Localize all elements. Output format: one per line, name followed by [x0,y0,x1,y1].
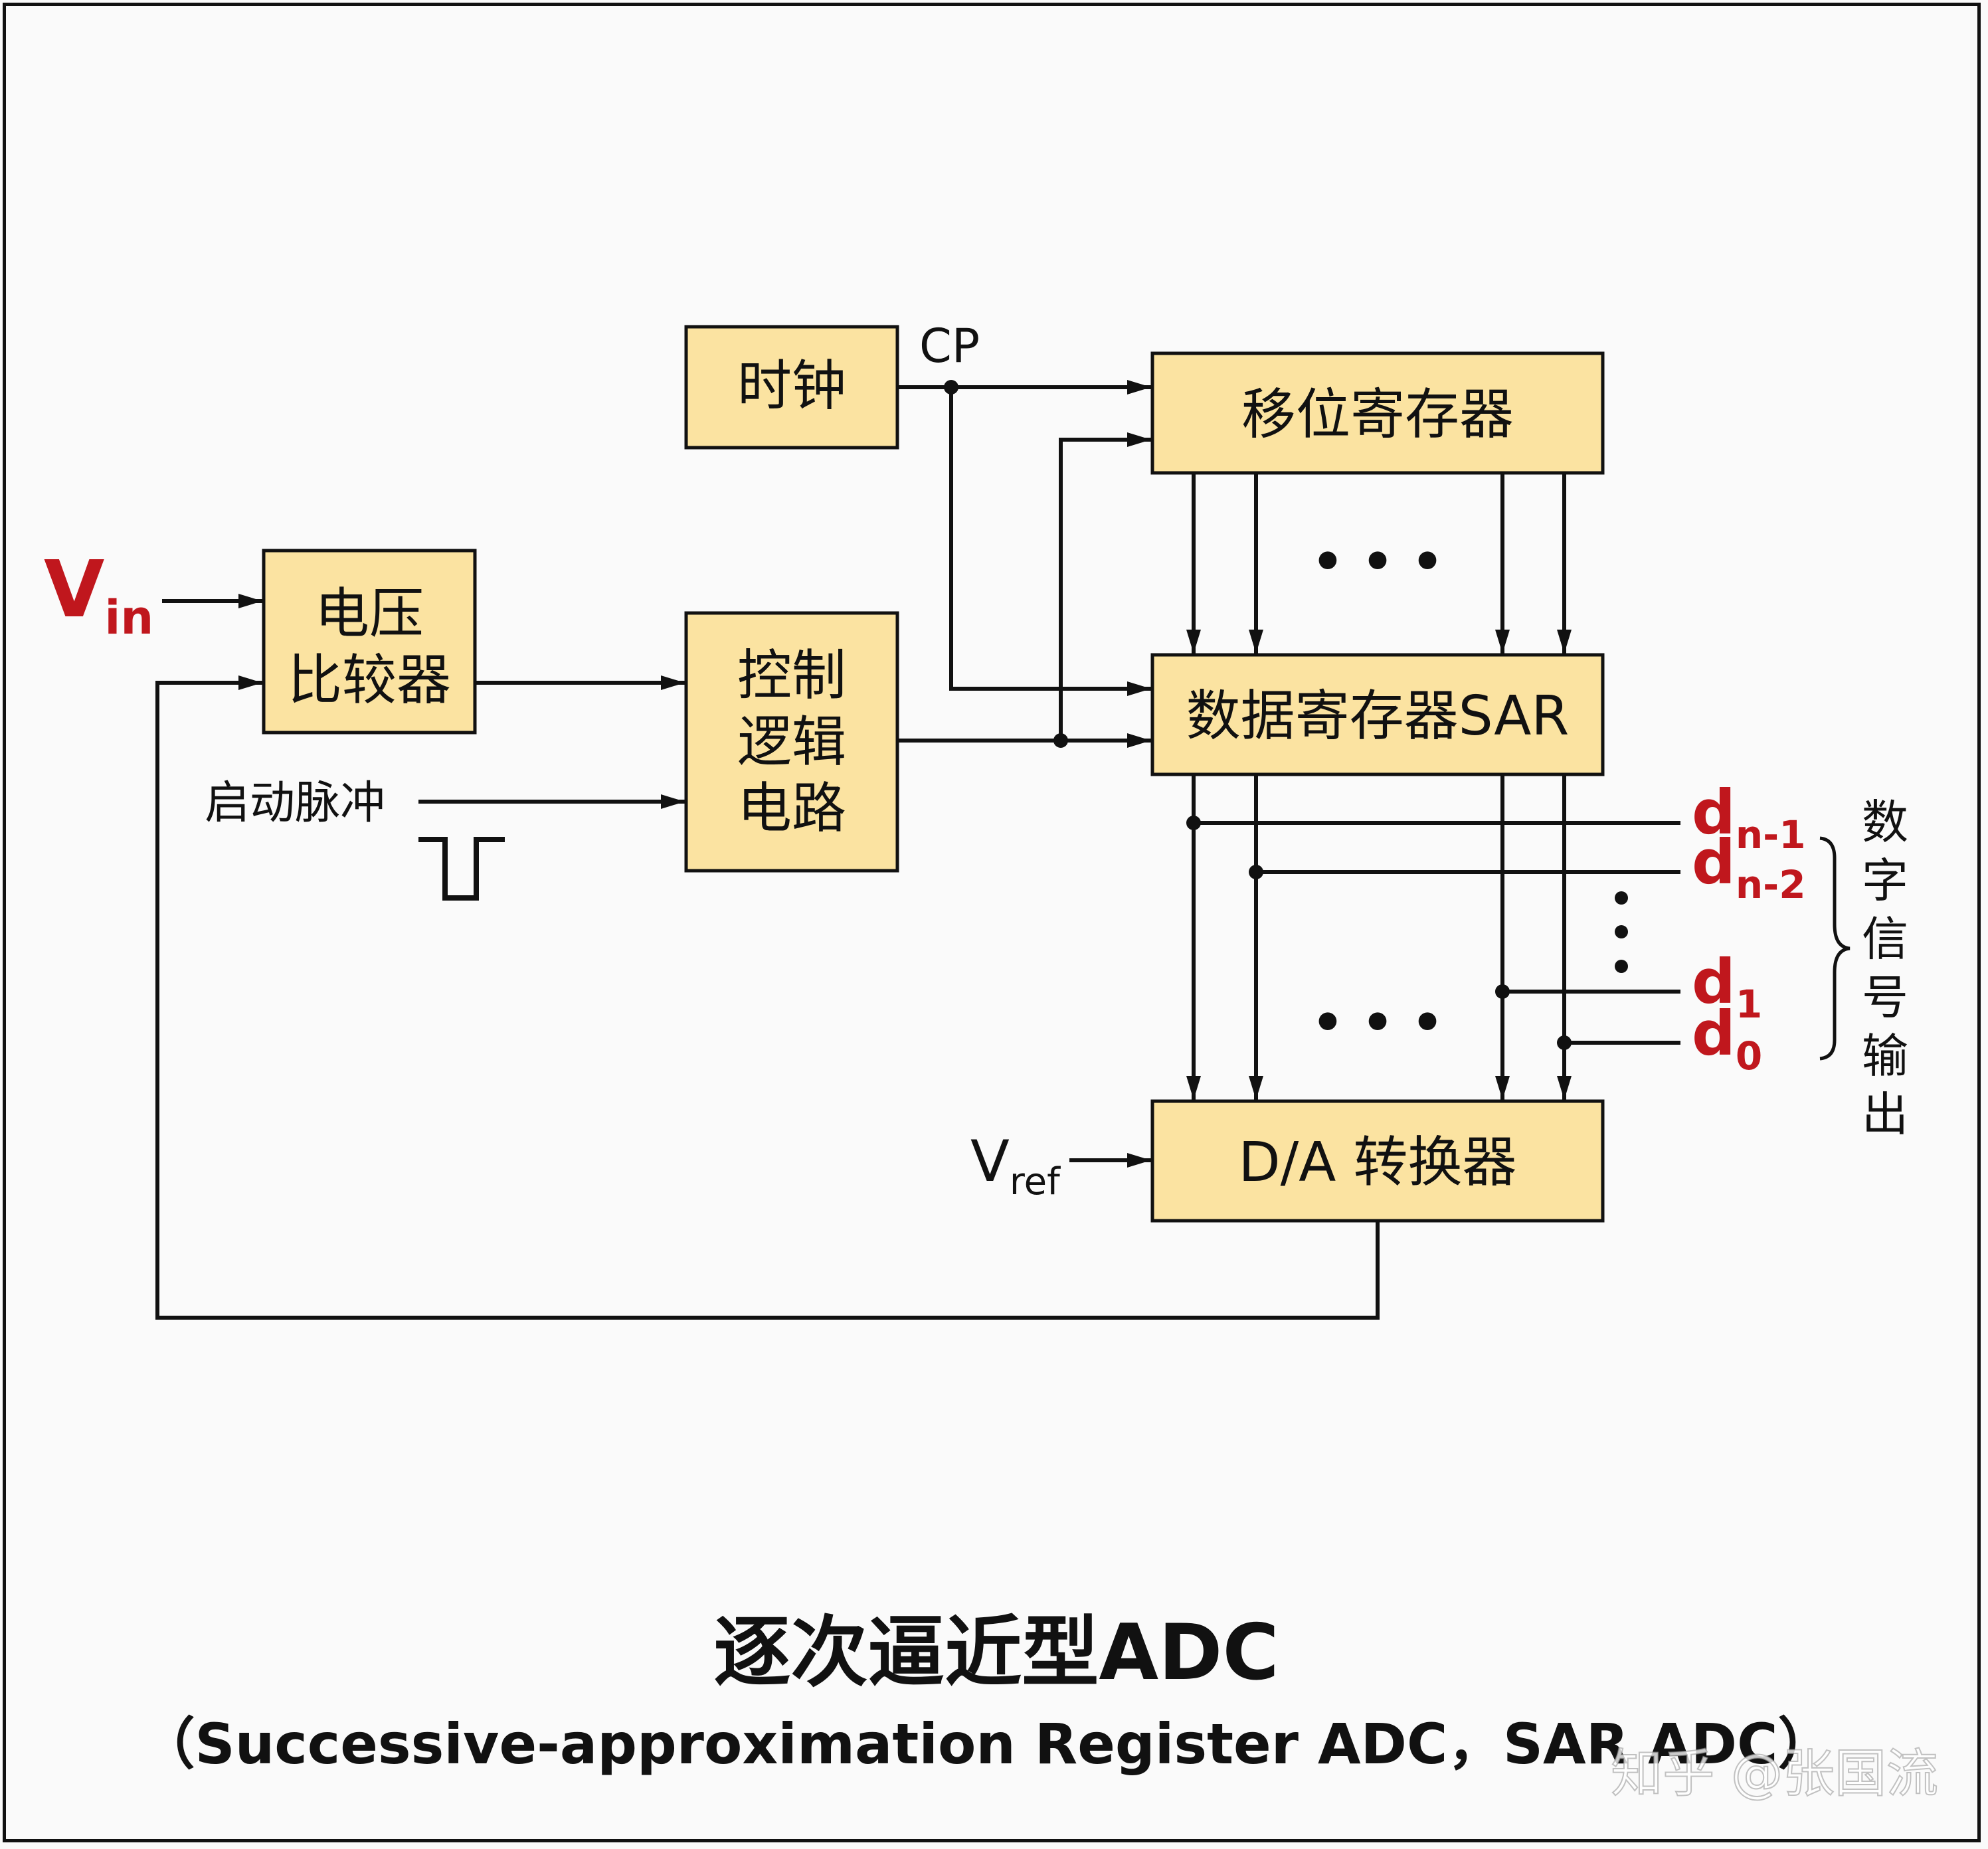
vertical-ellipsis-dot [1615,925,1628,938]
wire-cp-sar [949,387,1151,696]
junction-dots [944,380,1628,1050]
comparator-label-2: 比较器 [288,649,451,712]
vertical-ellipsis-dot [1615,960,1628,973]
output-group-label: 数 字 信 号 输 出 [1862,795,1908,1142]
control-label-3: 电路 [737,777,846,840]
wire-control-shift [1059,432,1151,741]
output-sub: n-2 [1736,862,1806,907]
comparator-block: 电压 比较器 [262,549,477,735]
dac-block: D/A 转换器 [1150,1099,1605,1223]
output-sub: n-1 [1736,812,1806,857]
group-char: 输 [1862,1029,1908,1083]
watermark: 知乎 @张国流 [1611,1744,1938,1804]
junction-control [1053,733,1068,748]
vin-label: Vin [44,543,153,645]
junction-dn1 [1186,816,1201,830]
shift-register-label: 移位寄存器 [1241,383,1514,446]
wire-feedback [155,675,1380,1320]
sar-label: 数据寄存器SAR [1186,685,1570,748]
clock-block: 时钟 [684,325,899,450]
group-char: 出 [1862,1087,1908,1142]
control-label-1: 控制 [737,644,846,707]
shift-register-block: 移位寄存器 [1150,351,1605,475]
output-d1: d1 [1692,946,1762,1027]
vertical-ellipsis-dot [1615,891,1628,905]
output-main: d [1692,777,1736,848]
output-dn2: dn-2 [1692,827,1806,907]
group-char: 数 [1862,795,1908,849]
output-sub: 1 [1736,982,1762,1027]
start-pulse-waveform [418,837,505,901]
ellipsis-lower: • • • [1312,993,1444,1052]
comparator-label-1: 电压 [315,582,424,646]
vref-sub: ref [1010,1160,1061,1203]
junction-dn2 [1249,865,1263,879]
junction-d0 [1557,1035,1572,1050]
sar-block: 数据寄存器SAR [1150,653,1605,776]
vin-main: V [44,543,104,635]
diagram-title: 逐次逼近型ADC [713,1608,1279,1698]
vref-main: V [970,1128,1010,1195]
vref-label: Vref [970,1128,1061,1203]
group-char: 信 [1862,912,1908,966]
group-char: 号 [1862,970,1908,1025]
dac-label: D/A 转换器 [1239,1131,1517,1194]
vin-sub: in [104,590,153,645]
output-sub: 0 [1736,1033,1762,1079]
diagram-subtitle: （Successive-approximation Register ADC，S… [139,1712,1833,1777]
output-brace [1819,836,1851,1061]
group-char: 字 [1862,853,1908,908]
clock-label: 时钟 [737,355,846,418]
output-main: d [1692,946,1736,1017]
output-main: d [1692,827,1736,898]
junction-d1 [1495,984,1510,999]
junction-cp [944,380,958,395]
output-main: d [1692,998,1736,1069]
ellipsis-upper: • • • [1312,532,1444,591]
wires [155,380,1851,1320]
output-dn1: dn-1 [1692,777,1806,857]
cp-label: CP [919,319,980,373]
control-label-2: 逻辑 [737,711,846,774]
control-logic-block: 控制 逻辑 电路 [684,611,899,873]
output-d0: d0 [1692,998,1762,1079]
start-pulse-label: 启动脉冲 [205,777,385,830]
